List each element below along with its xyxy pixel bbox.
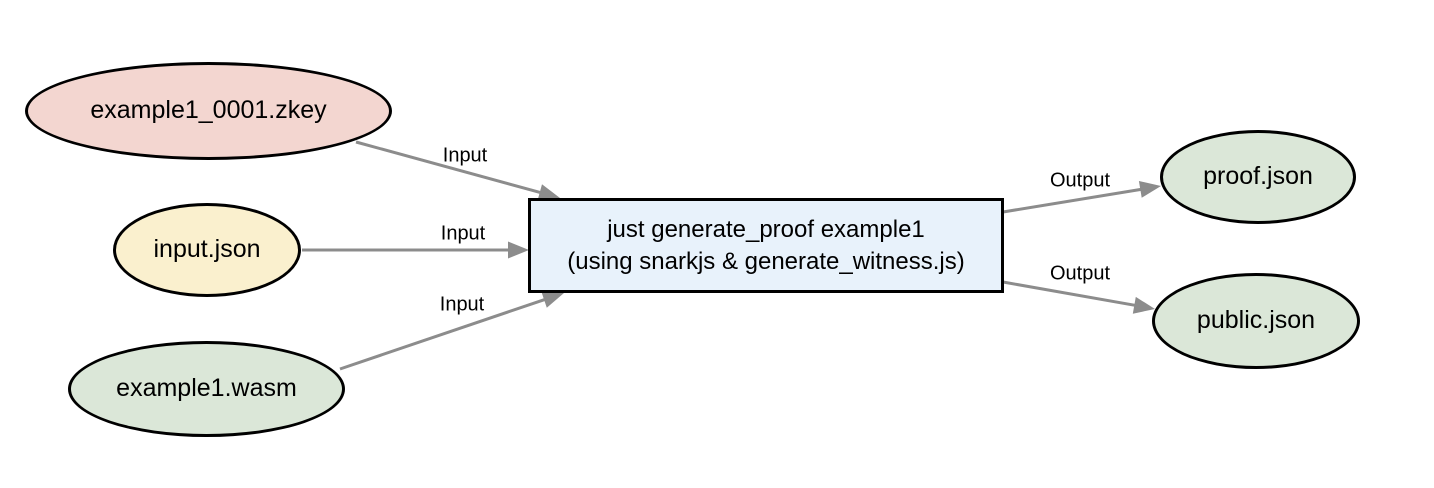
edge-arrowhead xyxy=(1138,181,1161,198)
edge-inputjson-to-process xyxy=(302,241,529,259)
node-process: just generate_proof example1 (using snar… xyxy=(528,198,1004,293)
edge-process-to-proofjson xyxy=(1002,181,1161,214)
node-input-json-label: input.json xyxy=(153,235,261,264)
edge-arrowhead xyxy=(537,184,560,201)
edge-label-input-3: Input xyxy=(439,293,485,316)
node-input-json: input.json xyxy=(113,203,301,297)
edge-line xyxy=(355,140,541,194)
node-wasm-label: example1.wasm xyxy=(116,374,297,403)
node-public-json: public.json xyxy=(1152,273,1360,369)
node-zkey: example1_0001.zkey xyxy=(25,62,392,160)
edge-wasm-to-process xyxy=(339,291,564,371)
edge-arrowhead xyxy=(541,291,564,308)
edge-line xyxy=(339,297,546,371)
node-public-json-label: public.json xyxy=(1196,306,1316,335)
edge-line xyxy=(1002,280,1136,307)
edge-label-input-2: Input xyxy=(440,222,486,245)
edge-process-to-publicjson xyxy=(1002,280,1155,314)
edge-label-output-2: Output xyxy=(1049,262,1111,285)
edge-zkey-to-process xyxy=(355,140,560,201)
node-process-label-line1: just generate_proof example1 xyxy=(607,216,925,244)
edge-line xyxy=(1002,187,1142,214)
edge-arrowhead xyxy=(1132,296,1155,314)
edge-label-output-1: Output xyxy=(1049,169,1111,192)
node-wasm: example1.wasm xyxy=(68,341,345,437)
node-zkey-label: example1_0001.zkey xyxy=(90,96,327,125)
node-proof-json-label: proof.json xyxy=(1203,162,1313,191)
edge-arrowhead xyxy=(508,241,529,259)
edge-label-input-1: Input xyxy=(442,144,488,167)
node-proof-json: proof.json xyxy=(1160,130,1356,224)
node-process-label-line2: (using snarkjs & generate_witness.js) xyxy=(567,247,965,275)
